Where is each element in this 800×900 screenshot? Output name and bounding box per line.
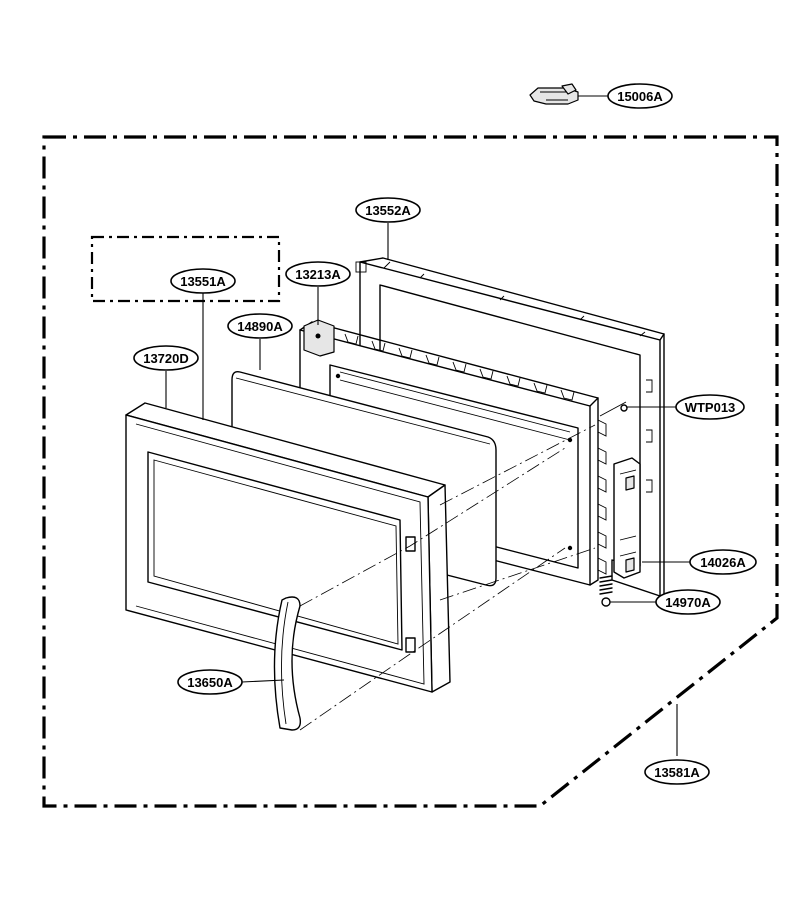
callout-13720D: 13720D [133,345,199,371]
callout-13213A: 13213A [285,261,351,287]
screw-part-WTP013 [599,401,628,417]
callout-13552A: 13552A [355,197,421,223]
callout-14026A: 14026A [689,549,757,575]
svg-text:13650A: 13650A [187,675,233,690]
svg-text:WTP013: WTP013 [685,400,736,415]
svg-text:14026A: 14026A [700,555,746,570]
svg-text:14970A: 14970A [665,595,711,610]
assembly-centerlines [299,424,596,731]
svg-text:13720D: 13720D [143,351,189,366]
callout-13551A: 13551A [170,268,236,294]
callout-WTP013: WTP013 [675,394,745,420]
latch-part-14026A [613,457,641,579]
svg-text:13551A: 13551A [180,274,226,289]
callout-14970A: 14970A [655,589,721,615]
assembly-boundary [42,135,779,808]
door-frame-part-13720D [125,402,451,693]
handle-part-13650A [273,596,302,731]
subassembly-box-13551A [90,235,281,303]
callout-15006A: 15006A [607,83,673,109]
callout-13581A: 13581A [644,759,710,785]
svg-text:15006A: 15006A [617,89,663,104]
svg-text:13552A: 13552A [365,203,411,218]
callout-14890A: 14890A [227,313,293,339]
svg-text:14890A: 14890A [237,319,283,334]
callout-13650A: 13650A [177,669,243,695]
clip-part-15006A [529,83,579,105]
svg-text:13581A: 13581A [654,765,700,780]
leader-lines [165,95,690,756]
svg-text:13213A: 13213A [295,267,341,282]
